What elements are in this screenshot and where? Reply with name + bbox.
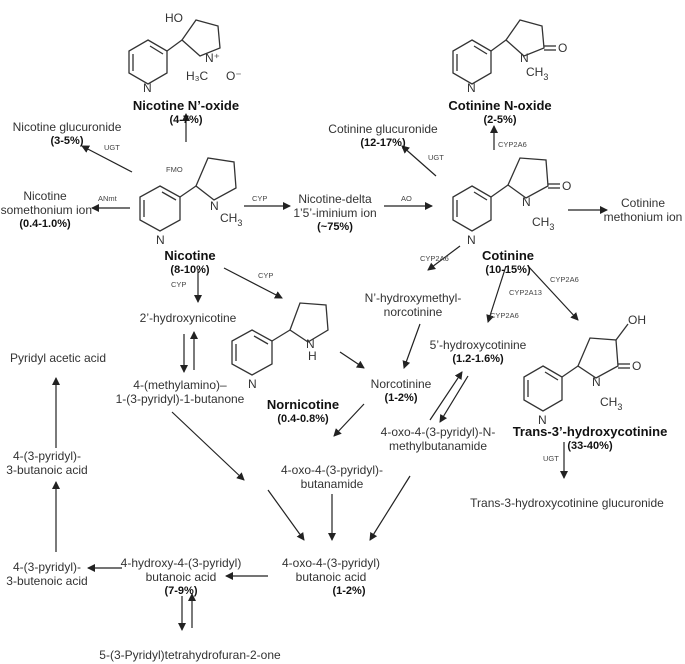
label-nicotine-glucuronide: Nicotine glucuronide (3-5%) [12,120,122,147]
nornicotine-structure: N N H [231,302,329,391]
trans-hydroxycotinine-structure: N N O OH CH3 [523,313,646,427]
svg-text:H: H [308,349,317,363]
nicotine-n-oxide-structure: N HO N⁺ H₃C O⁻ [128,11,242,95]
svg-text:N: N [306,337,315,351]
label-5-hydroxycotinine: 5’-hydroxycotinine (1.2-1.6%) [429,338,527,365]
enzyme-anmt: ANmt [98,194,117,203]
svg-text:N: N [467,233,476,247]
label-2-hydroxynicotine: 2’-hydroxynicotine [139,311,237,325]
enzyme-cyp-hydroxy: CYP [171,280,187,289]
label-oxo-methylbutanamide: 4-oxo-4-(3-pyridyl)-N- methylbutanamide [380,425,496,453]
label-nicotine-isomethonium: Nicotine isomethonium ion (0.4-1.0%) [0,189,93,230]
nicotine-structure: N N CH3 [139,157,242,247]
label-methylamino-butanone: 4-(methylamino)– 1-(3-pyridyl)-1-butanon… [115,378,245,406]
svg-text:CH3: CH3 [220,211,242,228]
label-cotinine-glucuronide: Cotinine glucuronide (12-17%) [328,122,438,149]
enzyme-cyp2a13: CYP2A13 [509,288,542,297]
svg-text:N: N [522,195,531,209]
enzyme-cyp-iminium: CYP [252,194,268,203]
label-cotinine: Cotinine (10-15%) [482,248,534,276]
svg-text:O: O [562,179,571,193]
label-norcotinine: Norcotinine (1-2%) [370,377,432,404]
svg-text:CH3: CH3 [532,215,554,232]
label-hydroxycotinine-glucuronide: Trans-3-hydroxycotinine glucuronide [470,496,664,510]
label-hydroxymethyl-norcotinine: N’-hydroxymethyl- norcotinine [364,291,462,319]
enzyme-cyp2a6-5-hydroxy: CYP2A6 [490,311,519,320]
enzyme-ugt-nicotine: UGT [104,143,120,152]
svg-text:O⁻: O⁻ [226,69,242,83]
label-oxo-butanoic-acid: 4-oxo-4-(3-pyridyl) butanoic acid (1-2%) [281,556,381,597]
svg-text:N: N [248,377,257,391]
label-hydroxy-butanoic-acid: 4-hydroxy-4-(3-pyridyl) butanoic acid (7… [120,556,242,597]
enzyme-ugt-trans: UGT [543,454,559,463]
svg-text:N: N [156,233,165,247]
enzyme-cyp2a6-oxide: CYP2A6 [498,140,527,149]
label-pyridyl-acetic-acid: Pyridyl acetic acid [9,351,107,365]
svg-text:CH3: CH3 [526,65,548,82]
svg-text:CH3: CH3 [600,395,622,412]
enzyme-cyp2a6-hydroxymethyl: CYP2A6 [420,254,449,263]
label-oxo-butanamide: 4-oxo-4-(3-pyridyl)- butanamide [280,463,384,491]
svg-text:OH: OH [628,313,646,327]
label-nicotine-n-oxide: Nicotine N’-oxide (4-7%) [132,98,240,126]
svg-text:N: N [467,81,476,95]
enzyme-cyp-nornicotine: CYP [258,271,274,280]
cotinine-n-oxide-structure: N N O CH3 [452,19,567,95]
enzyme-ao: AO [401,194,412,203]
svg-text:HO: HO [165,11,183,25]
svg-text:N: N [520,51,529,65]
label-cotinine-n-oxide: Cotinine N-oxide (2-5%) [448,98,552,126]
cotinine-structure: N N O CH3 [452,157,571,247]
label-trans-3-hydroxycotinine: Trans-3’-hydroxycotinine (33-40%) [512,424,668,452]
svg-text:N: N [538,413,547,427]
enzyme-fmo: FMO [166,165,183,174]
svg-text:N: N [143,81,152,95]
label-nornicotine: Nornicotine (0.4-0.8%) [266,397,340,425]
svg-text:N: N [210,199,219,213]
svg-text:N⁺: N⁺ [205,51,220,65]
enzyme-ugt-cotinine: UGT [428,153,444,162]
svg-text:H₃C: H₃C [186,69,209,83]
label-cotinine-methonium: Cotinine methonium ion [603,196,683,224]
label-pyridyl-butenoic-acid: 4-(3-pyridyl)- 3-butenoic acid [6,560,88,588]
label-nicotine: Nicotine (8-10%) [164,248,216,276]
label-tetrahydrofuranone: 5-(3-Pyridyl)tetrahydrofuran-2-one [99,648,281,662]
label-pyridyl-butanoic-acid: 4-(3-pyridyl)- 3-butanoic acid [6,449,88,477]
svg-text:O: O [558,41,567,55]
enzyme-cyp2a6-trans: CYP2A6 [550,275,579,284]
svg-text:N: N [592,375,601,389]
label-iminium-ion: Nicotine-delta 1’5’-iminium ion (~75%) [293,192,377,233]
reaction-arrows [52,113,608,631]
svg-text:O: O [632,359,641,373]
